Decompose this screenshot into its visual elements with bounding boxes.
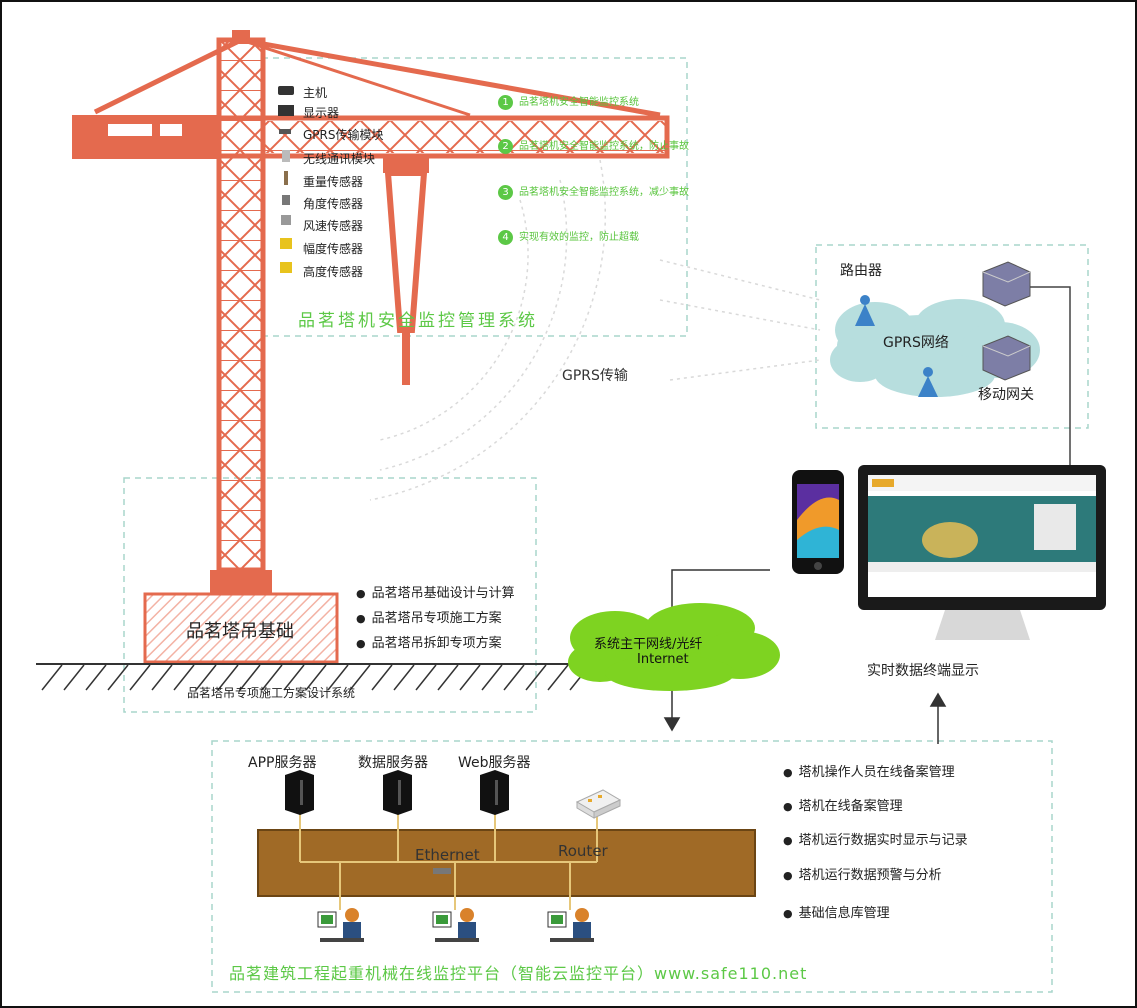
- router-label: 路由器: [840, 263, 882, 279]
- app-server-label: APP服务器: [248, 755, 317, 771]
- ground-hatch-mark: [415, 664, 437, 691]
- feature-text: 品茗塔机安全智能监控系统，防止事故: [519, 141, 689, 152]
- ground-hatch-mark: [217, 664, 239, 691]
- ground-hatch-mark: [437, 664, 459, 691]
- terminal-display-label: 实时数据终端显示: [867, 663, 979, 679]
- foundation-item: 品茗塔吊专项施工方案: [356, 607, 502, 626]
- tower-crane: [72, 30, 670, 594]
- platform-item: 塔机运行数据预警与分析: [783, 864, 942, 883]
- ground-hatch-mark: [525, 664, 547, 691]
- feature-item: 3 品茗塔机安全智能监控系统，减少事故: [498, 183, 689, 200]
- server-towers: [285, 770, 509, 815]
- crane-system-title: 品茗塔机安全监控管理系统: [298, 311, 538, 331]
- ground-line: [36, 663, 591, 691]
- ground-hatch-mark: [283, 664, 305, 691]
- gprs-cloud: [830, 299, 1040, 397]
- desktop-monitor: [858, 465, 1106, 640]
- legend-item: 幅度传感器: [303, 242, 364, 256]
- feature-number: 3: [498, 185, 513, 200]
- feature-number: 2: [498, 139, 513, 154]
- gprs-transmission-label: GPRS传输: [562, 368, 628, 384]
- foundation-system-title: 品茗塔吊专项施工方案设计系统: [187, 686, 356, 700]
- legend-item: 高度传感器: [303, 265, 364, 279]
- ethernet-label: Ethernet: [415, 846, 480, 864]
- ground-hatch-mark: [151, 664, 173, 691]
- ground-hatch-mark: [371, 664, 393, 691]
- foundation-label: 品茗塔吊基础: [186, 621, 294, 642]
- legend-item: 角度传感器: [303, 197, 364, 211]
- feature-item: 1 品茗塔机安全智能监控系统: [498, 93, 639, 110]
- network-switches: [982, 261, 1031, 381]
- legend-item: 重量传感器: [303, 175, 364, 189]
- lan-lines: [299, 810, 598, 910]
- ground-hatch-mark: [195, 664, 217, 691]
- legend-item: 主机: [303, 86, 328, 100]
- gateway-line: [1030, 286, 1071, 470]
- ground-hatch-mark: [85, 664, 107, 691]
- ground-hatch-mark: [239, 664, 261, 691]
- ground-hatch-mark: [305, 664, 327, 691]
- connection-lines: [663, 569, 947, 744]
- ground-hatch-mark: [41, 664, 63, 691]
- platform-item: 基础信息库管理: [783, 902, 890, 921]
- foundation-item: 品茗塔吊基础设计与计算: [356, 582, 515, 601]
- lan-hub: [433, 868, 451, 874]
- foundation-item: 品茗塔吊拆卸专项方案: [356, 632, 502, 651]
- ground-hatch-mark: [173, 664, 195, 691]
- platform-item: 塔机在线备案管理: [783, 795, 903, 814]
- web-server-label: Web服务器: [458, 755, 531, 771]
- internet-label: Internet: [637, 652, 689, 667]
- feature-text: 实现有效的监控，防止超载: [519, 232, 639, 243]
- feature-number: 1: [498, 95, 513, 110]
- ground-hatch-mark: [481, 664, 503, 691]
- feature-text: 品茗塔机安全智能监控系统: [519, 97, 639, 108]
- feature-text: 品茗塔机安全智能监控系统，减少事故: [519, 187, 689, 198]
- ground-hatch-mark: [393, 664, 415, 691]
- legend-item: 无线通讯模块: [303, 152, 376, 166]
- feature-item: 2 品茗塔机安全智能监控系统，防止事故: [498, 137, 689, 154]
- ground-hatch-mark: [349, 664, 371, 691]
- internet-cloud: [568, 603, 780, 691]
- foundation-block: [143, 592, 339, 664]
- ground-hatch-mark: [63, 664, 85, 691]
- ground-hatch-mark: [129, 664, 151, 691]
- data-server-label: 数据服务器: [358, 755, 428, 771]
- ground-hatch-mark: [261, 664, 283, 691]
- legend-item: 显示器: [303, 106, 340, 120]
- platform-item: 塔机操作人员在线备案管理: [783, 761, 955, 780]
- gprs-network-label: GPRS网络: [883, 335, 949, 351]
- ground-hatch-mark: [107, 664, 129, 691]
- legend-item: GPRS传输模块: [303, 128, 384, 142]
- router-device: [575, 789, 622, 819]
- ground-hatch-mark: [547, 664, 569, 691]
- gprs-signal-arcs: [369, 159, 821, 501]
- backbone-label: 系统主干网线/光纤: [594, 637, 703, 652]
- smartphone: [792, 470, 844, 574]
- router-lan-label: Router: [558, 842, 608, 860]
- legend-icons: [278, 86, 294, 273]
- legend-item: 风速传感器: [303, 219, 364, 233]
- ground-hatch-mark: [503, 664, 525, 691]
- feature-number: 4: [498, 230, 513, 245]
- platform-item: 塔机运行数据实时显示与记录: [783, 829, 968, 848]
- dashed-boxes: [123, 57, 1089, 993]
- ground-hatch-mark: [459, 664, 481, 691]
- workstations: [317, 908, 594, 942]
- ground-hatch-mark: [327, 664, 349, 691]
- antennas: [855, 295, 938, 397]
- feature-item: 4 实现有效的监控，防止超载: [498, 228, 639, 245]
- mobile-gateway-label: 移动网关: [978, 387, 1034, 403]
- platform-title: 品茗建筑工程起重机械在线监控平台（智能云监控平台）www.safe110.net: [229, 964, 808, 983]
